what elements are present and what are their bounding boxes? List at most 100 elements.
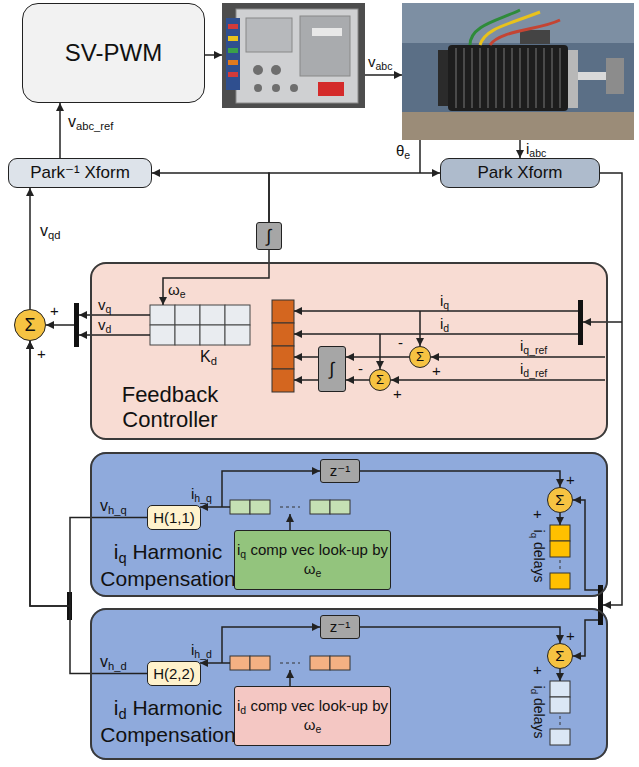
node-text: ω bbox=[304, 716, 316, 733]
delay-block: z⁻¹ bbox=[320, 459, 360, 483]
integrator-block: ∫ bbox=[256, 222, 282, 250]
node-text: Σ bbox=[416, 349, 424, 364]
signal-wire bbox=[294, 379, 318, 381]
signal-wire bbox=[222, 627, 320, 663]
gain-matrix bbox=[150, 305, 175, 325]
signal-name: qd bbox=[48, 229, 60, 241]
node-text: id comp vec look-up by ωe bbox=[235, 697, 390, 734]
node-text: d bbox=[240, 704, 246, 716]
node-text: Harmonic bbox=[132, 696, 222, 719]
node-text: by bbox=[372, 697, 388, 714]
mux-bar bbox=[598, 585, 603, 625]
delay-line bbox=[550, 525, 570, 541]
node-text: Σ bbox=[24, 315, 35, 336]
node-text: e bbox=[315, 723, 321, 735]
signal-name: vqd bbox=[40, 222, 60, 241]
node-text: H(2,2) bbox=[153, 665, 195, 682]
state-vector bbox=[272, 346, 294, 369]
gain-block: H(2,2) bbox=[147, 661, 201, 686]
node-text: id Harmonic Compensation bbox=[97, 696, 239, 747]
lookup-table: iq comp vec look-up by ωe bbox=[234, 530, 391, 590]
signal-name: h_q bbox=[108, 504, 127, 516]
inverter-photo bbox=[222, 3, 365, 108]
node-text: d bbox=[118, 706, 126, 722]
signal-wire bbox=[205, 54, 222, 56]
node-text: Σ bbox=[376, 372, 384, 387]
node-text: Compensation bbox=[100, 567, 235, 590]
node-text: i bbox=[114, 696, 119, 719]
compensation-vector bbox=[280, 663, 300, 664]
signal-label: q bbox=[443, 299, 449, 311]
inverter-photo bbox=[228, 24, 238, 29]
signal-name: h_d bbox=[108, 660, 127, 672]
signal-wire bbox=[391, 379, 605, 381]
signal-wire bbox=[573, 620, 598, 656]
node-text: Σ bbox=[555, 491, 564, 508]
inverter-photo bbox=[290, 84, 298, 92]
signal-label: id_ref bbox=[520, 361, 547, 379]
motor-photo bbox=[448, 45, 568, 111]
compensation-vector bbox=[330, 656, 350, 670]
summing-junction: Σ bbox=[547, 487, 573, 513]
compensation-vector bbox=[330, 500, 350, 514]
signal-label: + bbox=[50, 303, 59, 320]
motor-photo bbox=[490, 20, 560, 45]
lookup-table: id comp vec look-up by ωe bbox=[234, 686, 391, 746]
node-text: ω bbox=[304, 560, 316, 577]
signal-label: v bbox=[98, 296, 106, 313]
node-text: H(2,2) bbox=[153, 665, 195, 682]
signal-wire bbox=[431, 356, 605, 358]
signal-label: + bbox=[566, 472, 575, 489]
signal-label: θ bbox=[396, 142, 404, 159]
node-text: ∫ bbox=[330, 359, 335, 379]
inverter-photo bbox=[228, 48, 238, 53]
gain-matrix bbox=[225, 325, 250, 345]
signal-wire bbox=[559, 513, 561, 525]
signal-label: - bbox=[398, 335, 403, 352]
node-text: Σ bbox=[555, 647, 564, 664]
compensation-panel: i q Harmonic Compensation z⁻¹ Σ H(1,1) iq com… bbox=[90, 452, 608, 597]
node-text: Compensation bbox=[100, 723, 235, 746]
motor-photo bbox=[606, 58, 624, 94]
node-text: Park Xform bbox=[477, 163, 562, 183]
signal-connector bbox=[29, 188, 31, 309]
node-text: SV-PWM bbox=[65, 39, 162, 67]
node-text: Xform bbox=[84, 163, 129, 182]
signal-label: + bbox=[533, 506, 542, 523]
signal-label: + bbox=[432, 363, 441, 380]
gain-block: H(1,1) bbox=[147, 505, 201, 530]
node-text: by bbox=[372, 541, 388, 558]
node-text: i bbox=[237, 541, 240, 558]
signal-label: iabc bbox=[526, 141, 546, 159]
node-text: Σ bbox=[24, 315, 35, 335]
signal-label: + bbox=[393, 385, 402, 402]
signal-name: v bbox=[40, 222, 48, 239]
node-text: q bbox=[118, 550, 126, 566]
node-text: Harmonic bbox=[132, 540, 222, 563]
compensation-vector bbox=[250, 656, 270, 670]
signal-wire bbox=[559, 669, 561, 681]
delay-block: z⁻¹ bbox=[320, 615, 360, 639]
signal-label: abc bbox=[529, 147, 546, 159]
signal-label: vq bbox=[98, 297, 111, 315]
signal-label: d bbox=[211, 355, 217, 367]
node-text: ∫ bbox=[267, 226, 272, 246]
gain-matrix bbox=[175, 305, 200, 325]
summing-junction: Σ bbox=[409, 346, 431, 368]
inverter-photo bbox=[246, 18, 292, 52]
node-text: z⁻¹ bbox=[330, 618, 350, 635]
motor-photo bbox=[402, 3, 634, 140]
inverter-photo bbox=[228, 60, 238, 65]
signal-label: q bbox=[529, 533, 540, 538]
signal-connector bbox=[152, 173, 269, 222]
signal-label: vabc bbox=[368, 54, 392, 72]
summing-junction: Σ bbox=[14, 309, 46, 341]
motor-photo bbox=[568, 50, 578, 108]
signal-label: id bbox=[440, 316, 449, 334]
panel-fill bbox=[90, 262, 608, 760]
signal-label: + bbox=[432, 362, 441, 379]
signal-label: - bbox=[358, 360, 363, 377]
signal-label: d bbox=[443, 322, 449, 334]
node-text: look-up bbox=[319, 541, 368, 558]
node-text: Park bbox=[477, 163, 512, 182]
